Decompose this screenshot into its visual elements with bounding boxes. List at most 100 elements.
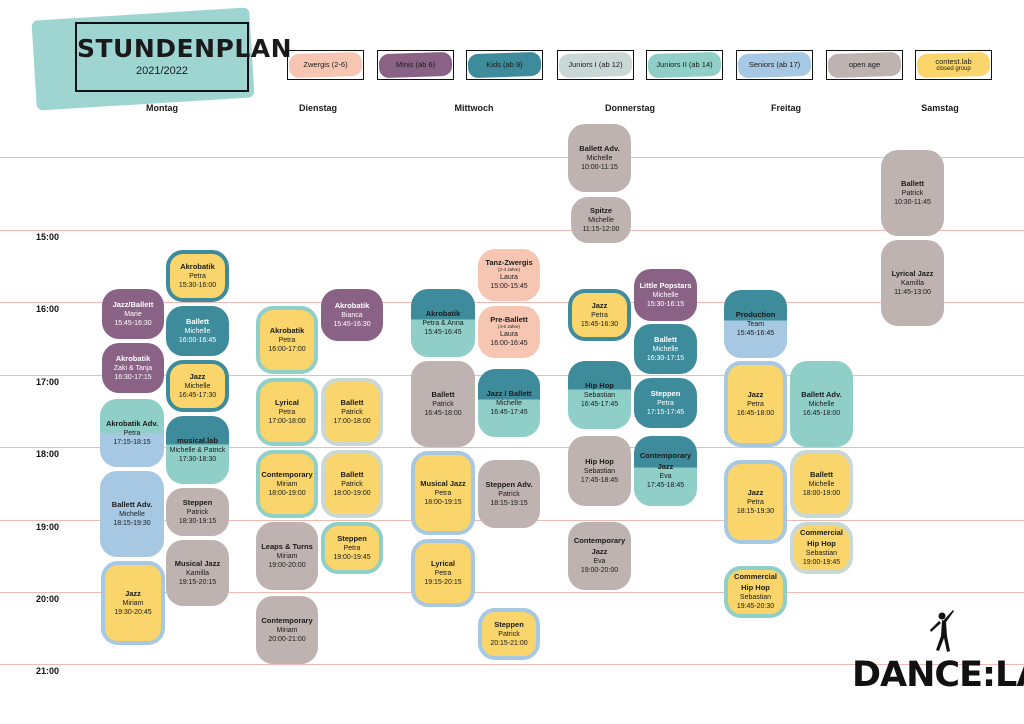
grid-line <box>0 302 1024 303</box>
class-name: Ballett Adv. <box>801 389 842 399</box>
class-name: Musical Jazz <box>420 478 466 488</box>
class-name: Jazz / Ballett <box>486 388 532 398</box>
class-teacher: Petra <box>591 311 608 319</box>
class-name: Jazz <box>189 371 206 381</box>
class-teacher: Sebastian <box>583 391 616 399</box>
class-time: 19:30-20:45 <box>114 609 152 617</box>
class-teacher: Petra <box>123 429 141 437</box>
legend-label: Seniors (ab 17) <box>748 59 801 69</box>
class-teacher: Miriam <box>276 480 298 488</box>
class-teacher: Eva <box>659 472 672 480</box>
class-teacher: Petra & Anna <box>422 319 464 327</box>
class-name: Leaps & Turns <box>261 541 313 551</box>
class-time: 16:45-17:45 <box>490 409 528 417</box>
day-header-freitag: Freitag <box>770 103 801 113</box>
class-name: musical.lab <box>177 435 218 445</box>
class-name: Contemporary <box>261 469 313 479</box>
class-teacher: Petra <box>434 489 452 497</box>
time-label: 16:00 <box>36 304 60 314</box>
class-name: Ballett Adv. <box>111 499 153 509</box>
class-teacher: Michelle <box>588 216 614 224</box>
dancer-logo-icon <box>930 610 954 652</box>
legend-kids: Kids (ab 9) <box>466 50 543 80</box>
class-time: 19:15-20:15 <box>424 579 462 587</box>
class-time: 15:45-16:30 <box>333 321 371 329</box>
class-time: 15:45-16:30 <box>580 321 619 329</box>
class-time: 15:45-16:30 <box>114 320 152 328</box>
class-teacher: Patrick <box>341 480 363 488</box>
class-age-note: (4-6 Jahre) <box>497 324 520 330</box>
class-time: 17:00-18:00 <box>268 418 306 426</box>
dancelab-logo: DANCE:LAB <box>852 655 1024 695</box>
class-teacher: Michelle <box>586 154 613 162</box>
class-age-note: (2-4 Jahre) <box>497 267 520 273</box>
class-time: 18:00-19:15 <box>424 499 462 507</box>
legend-sublabel: closed group <box>936 65 971 72</box>
class-time: 16:45-18:00 <box>802 410 841 418</box>
class-time: 17:45-18:45 <box>646 482 685 490</box>
class-teacher: Eva <box>593 557 606 565</box>
class-teacher: Petra <box>278 336 296 344</box>
class-teacher: Miriam <box>276 552 298 560</box>
class-name: Akrobatik Adv. <box>105 418 159 428</box>
class-name: Akrobatik <box>334 300 370 310</box>
class-teacher: Michelle <box>184 327 211 335</box>
class-teacher: Petra <box>343 544 361 552</box>
class-name: Little Popstars <box>639 280 692 290</box>
class-name: Ballett <box>186 316 209 326</box>
legend-zwergis: Zwergis (2-6) <box>287 50 364 80</box>
class-name: Ballett <box>431 389 455 399</box>
class-teacher: Petra <box>189 272 206 280</box>
class-time: 16:45-18:00 <box>736 410 775 418</box>
class-time: 16:00-16:45 <box>178 337 217 345</box>
class-name: Jazz <box>747 389 764 399</box>
class-time: 19:15-20:15 <box>178 579 217 587</box>
time-label: 15:00 <box>36 232 60 242</box>
class-name: Ballett <box>901 178 924 188</box>
class-name: Commercial Hip Hop <box>734 572 777 592</box>
class-teacher: Michelle <box>652 291 679 299</box>
class-time: 19:00-20:00 <box>268 562 306 570</box>
time-label: 20:00 <box>36 594 60 604</box>
class-time: 15:30-16:15 <box>646 301 685 309</box>
class-name: Ballett <box>340 469 364 479</box>
class-time: 19:00-20:00 <box>580 567 619 575</box>
class-time: 20:15-21:00 <box>490 640 528 648</box>
class-time: 16:30-17:15 <box>646 355 685 363</box>
class-time: 19:00-19:45 <box>802 559 841 567</box>
legend-open-age: open age <box>826 50 903 80</box>
class-name: Akrobatik <box>425 308 461 318</box>
class-name: Akrobatik <box>115 353 151 363</box>
legend-minis: Minis (ab 6) <box>377 50 454 80</box>
class-time: 15:00-15:45 <box>490 283 528 291</box>
day-header-mittwoch: Mittwoch <box>454 103 494 113</box>
class-teacher: Marie <box>124 310 142 318</box>
class-time: 15:45-16:45 <box>424 329 462 337</box>
class-time: 18:15-19:30 <box>736 508 775 516</box>
class-teacher: Patrick <box>186 508 209 516</box>
class-teacher: Petra <box>747 400 764 408</box>
class-time: 17:00-18:00 <box>333 418 371 426</box>
time-label: 21:00 <box>36 666 60 676</box>
